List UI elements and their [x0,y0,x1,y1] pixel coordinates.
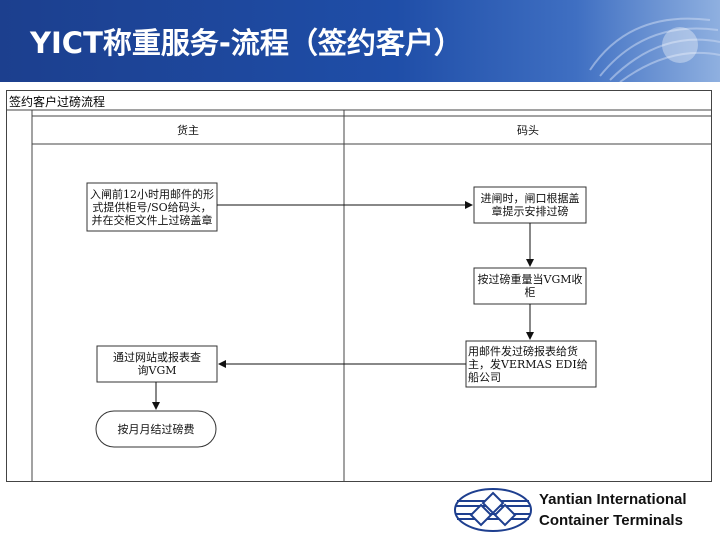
lane-label-shipper: 货主 [177,124,199,137]
node-gate-in [473,186,587,224]
node-query [96,345,218,383]
lane-label-terminal: 码头 [517,124,539,137]
page-title: YICT称重服务-流程（签约客户） [30,26,463,60]
title-banner: YICT称重服务-流程（签约客户） [0,0,720,82]
node-settle [95,410,217,448]
yict-logo-icon [454,488,532,532]
banner-decoration [589,17,720,82]
node-send-report-label: 用邮件发过磅报表给货主，发VERMAS EDI给船公司 [468,344,588,384]
diagram-title: 签约客户过磅流程 [9,95,106,109]
node-send-report [465,340,597,388]
company-name-line1: Yantian International [539,491,687,508]
node-query-label: 通过网站或报表查询VGM [113,351,201,377]
node-settle-label: 按月月结过磅费 [117,422,195,436]
node-notify-label: 入闸前12小时用邮件的形式提供柜号/SO给码头，并在交柜文件上过磅盖章 [90,187,214,227]
diagram-frame [6,90,712,482]
node-notify [86,182,218,232]
company-name-line2: Container Terminals [539,512,683,529]
node-gate-in-label: 进闸时，闸口根据盖章提示安排过磅 [480,192,580,218]
node-weigh [473,267,587,305]
node-weigh-label: 按过磅重量当VGM收柜 [477,273,583,299]
